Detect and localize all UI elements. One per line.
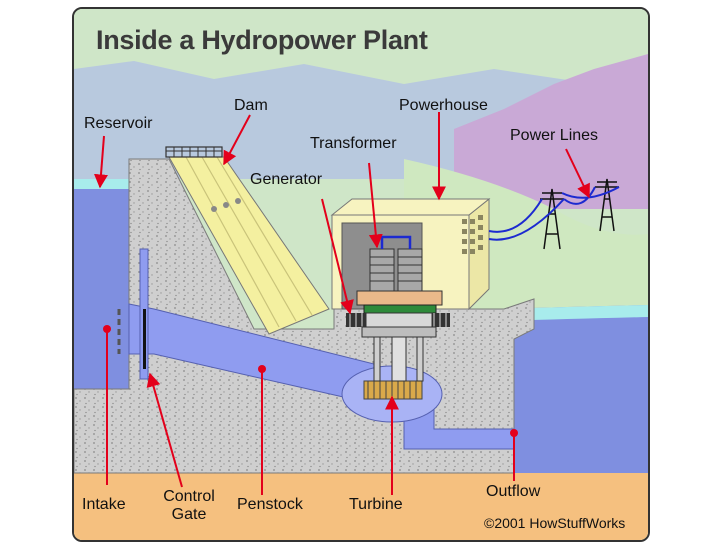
tailrace-surface — [504, 305, 648, 321]
purple-hill — [454, 54, 648, 209]
label-powerhouse: Powerhouse — [399, 97, 488, 114]
ground — [74, 473, 648, 540]
powerhouse-roof — [330, 198, 491, 216]
label-power-lines: Power Lines — [510, 127, 599, 144]
dam-railing — [165, 146, 223, 158]
label-outflow: Outflow — [486, 483, 541, 500]
copyright-notice: ©2001 HowStuffWorks — [484, 515, 626, 531]
label-intake: Intake — [82, 496, 126, 513]
label-dam: Dam — [234, 97, 268, 114]
turbine-runner — [363, 380, 423, 400]
label-generator: Generator — [250, 171, 323, 188]
power-line-towers — [540, 178, 619, 250]
tailrace-water — [504, 305, 648, 473]
label-control-gate: Control Gate — [163, 488, 215, 523]
label-transformer: Transformer — [310, 135, 397, 152]
power-lines — [488, 186, 620, 241]
generator-icon — [346, 290, 450, 382]
diagram-title: Inside a Hydropower Plant — [96, 25, 428, 55]
label-penstock: Penstock — [237, 496, 303, 513]
diagram-frame: Inside a Hydropower Plant Reservoir Dam … — [72, 7, 650, 542]
label-turbine: Turbine — [349, 496, 403, 513]
label-reservoir: Reservoir — [84, 115, 153, 132]
hydropower-illustration — [74, 9, 648, 540]
